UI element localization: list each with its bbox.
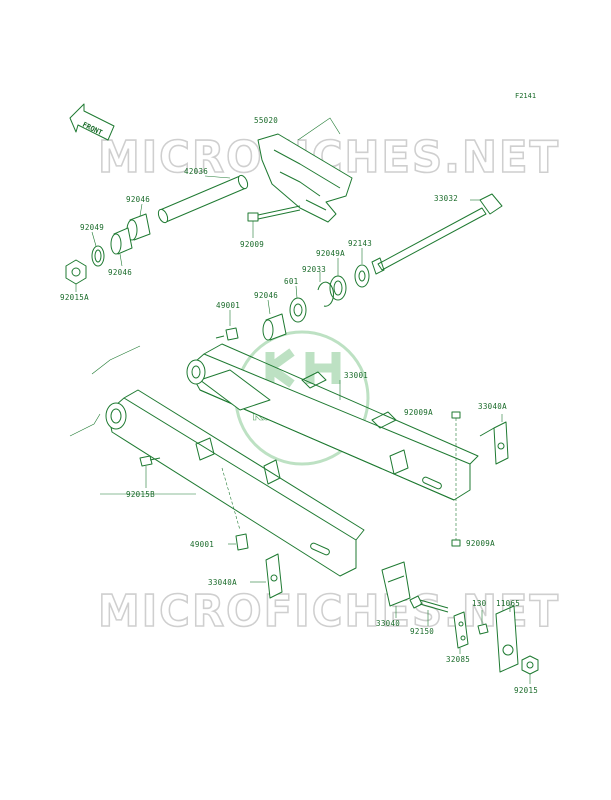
bearing-92046-lower-part bbox=[110, 227, 133, 267]
front-arrow-icon: FRONT bbox=[69, 103, 115, 141]
bolt-92150-part bbox=[409, 595, 449, 626]
nut-92015A-part bbox=[65, 259, 87, 292]
label-92015: 92015 bbox=[514, 686, 538, 695]
screw-92015B-part bbox=[139, 455, 161, 488]
label-49001-lower: 49001 bbox=[190, 540, 214, 549]
label-92009A-upper: 92009A bbox=[404, 408, 433, 417]
label-92049: 92049 bbox=[80, 223, 104, 232]
circlip-92033-part bbox=[317, 272, 334, 307]
bearing-92046-upper-part bbox=[126, 203, 151, 241]
bolt-92009-part bbox=[247, 205, 301, 238]
adjuster-block-33040-part bbox=[381, 561, 411, 618]
grease-fitting-upper-part bbox=[215, 310, 239, 341]
label-92143: 92143 bbox=[348, 239, 372, 248]
spacer-92143-part bbox=[354, 248, 370, 288]
bolt-92009A-lower-part bbox=[451, 539, 461, 547]
watermark-bottom: MICROFICHES.NET bbox=[98, 586, 560, 637]
label-92033: 92033 bbox=[302, 265, 326, 274]
figure-code: F2141 bbox=[515, 92, 536, 100]
label-92015B: 92015B bbox=[126, 490, 155, 499]
label-92009: 92009 bbox=[240, 240, 264, 249]
grease-fitting-lower-part bbox=[228, 533, 249, 551]
bearing-601-part bbox=[289, 285, 307, 323]
label-92046-upper: 92046 bbox=[126, 195, 150, 204]
label-92049A: 92049A bbox=[316, 249, 345, 258]
nut-92015-part bbox=[521, 655, 539, 684]
block-11065-part bbox=[495, 604, 519, 673]
label-33032: 33032 bbox=[434, 194, 458, 203]
label-33040A-left: 33040A bbox=[208, 578, 237, 587]
seal-92049A-part bbox=[329, 258, 347, 301]
label-33040: 33040 bbox=[376, 619, 400, 628]
chain-adjuster-33040A-left-part bbox=[250, 553, 283, 599]
pivot-shaft-33032-part bbox=[371, 193, 503, 275]
label-92015A: 92015A bbox=[60, 293, 89, 302]
label-11065: 11065 bbox=[496, 599, 520, 608]
label-33040A-right: 33040A bbox=[478, 402, 507, 411]
label-130: 130 bbox=[472, 599, 487, 608]
label-32085: 32085 bbox=[446, 655, 470, 664]
sleeve-42036-part bbox=[157, 174, 249, 224]
seal-92049-part bbox=[91, 231, 105, 267]
label-33001: 33001 bbox=[344, 371, 368, 380]
label-92150: 92150 bbox=[410, 627, 434, 636]
label-601: 601 bbox=[284, 277, 298, 286]
swingarm-33001-part bbox=[105, 343, 479, 577]
label-55020: 55020 bbox=[254, 116, 278, 125]
label-49001-upper: 49001 bbox=[216, 301, 240, 310]
label-42036: 42036 bbox=[184, 167, 208, 176]
bolt-92009A-upper-part bbox=[451, 411, 461, 540]
plate-32085-part bbox=[453, 611, 469, 654]
nut-130-part bbox=[477, 610, 489, 635]
label-92046-lower: 92046 bbox=[108, 268, 132, 277]
label-92009A-lower: 92009A bbox=[466, 539, 495, 548]
label-92046-right: 92046 bbox=[254, 291, 278, 300]
chain-adjuster-33040A-right-part bbox=[479, 414, 509, 465]
bearing-92046-right-part bbox=[262, 299, 287, 341]
chain-guide-part bbox=[257, 117, 353, 223]
